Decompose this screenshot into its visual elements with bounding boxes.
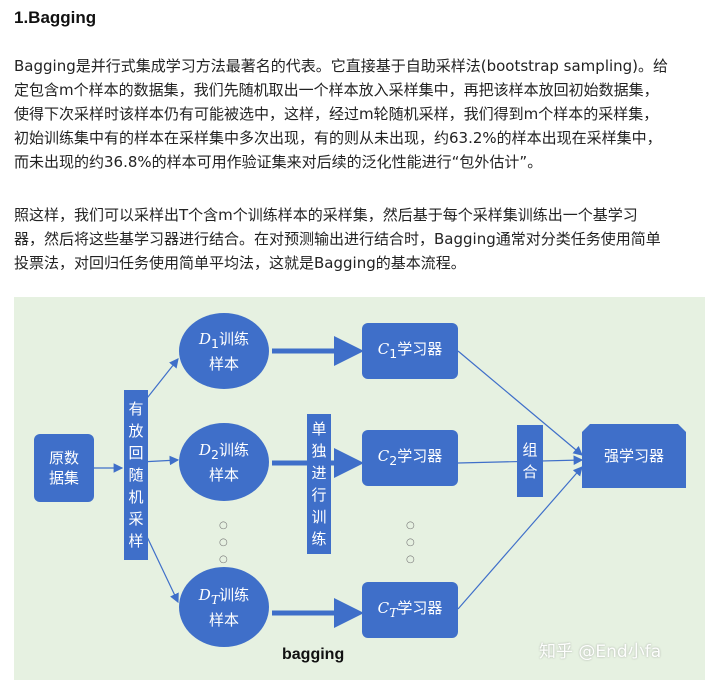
ellipsis-learners: ○○○ — [406, 520, 415, 565]
text-line: 而未出现的约36.8%的样本可用作验证集来对后续的泛化性能进行“包外估计”。 — [14, 153, 543, 171]
training-char: 训 — [311, 508, 327, 526]
diagram-caption: bagging — [282, 646, 345, 663]
source-label: 据集 — [48, 469, 79, 487]
dataset-text: 训练 — [218, 440, 249, 459]
learner-text: 学习器 — [397, 446, 443, 465]
sampling-char: 有 — [128, 400, 144, 418]
dataset-subscript: T — [210, 591, 220, 607]
text-line: 投票法，对回归任务使用简单平均法，这就是Bagging的基本流程。 — [14, 254, 466, 272]
paragraph-bagging-intro: Bagging是并行式集成学习方法最著名的代表。它直接基于自助采样法(boots… — [14, 54, 704, 174]
combine-char: 组 — [522, 441, 538, 459]
sampling-char: 样 — [128, 532, 144, 550]
dataset-d1-circle: D1训练 样本 — [179, 313, 269, 389]
watermark: 知乎 @End小fa — [539, 642, 662, 662]
training-char: 进 — [311, 464, 327, 482]
arrow-c1-to-strong — [457, 350, 583, 456]
bagging-diagram: 原数 据集 有 放 回 随 机 采 样 D1训练 样本 D2训练 样本 DT训练… — [14, 297, 705, 680]
ellipsis-datasets: ○○○ — [219, 520, 228, 565]
section-heading: 1.Bagging — [14, 8, 97, 27]
text-line: 器，然后将这些基学习器进行结合。在对预测输出进行结合时，Bagging通常对分类… — [14, 230, 661, 248]
dataset-d1-label-1: D1训练 — [199, 329, 249, 354]
combine-char: 合 — [522, 463, 538, 481]
learner-c1-box: C1学习器 — [362, 323, 458, 379]
text-line: 照这样，我们可以采样出T个含m个训练样本的采样集，然后基于每个采样集训练出一个基… — [14, 206, 638, 224]
dataset-symbol: D — [199, 329, 212, 348]
sampling-char: 机 — [128, 488, 144, 506]
source-dataset-box: 原数 据集 — [34, 434, 94, 502]
learner-subscript: T — [389, 604, 398, 620]
strong-learner-box: 强学习器 — [582, 424, 686, 488]
text-line: Bagging是并行式集成学习方法最著名的代表。它直接基于自助采样法(boots… — [14, 57, 669, 75]
learner-ct-box: CT学习器 — [362, 582, 458, 638]
dataset-dt-circle: DT训练 样本 — [179, 567, 269, 647]
training-bar: 单 独 进 行 训 练 — [307, 414, 331, 554]
sampling-bar: 有 放 回 随 机 采 样 — [124, 390, 148, 560]
text-line: 初始训练集中有的样本在采样集中多次出现，有的则从未出现，约63.2%的样本出现在… — [14, 129, 662, 147]
learner-ct-label: CT学习器 — [378, 598, 443, 623]
dataset-d2-circle: D2训练 样本 — [179, 423, 269, 501]
combine-bar: 组 合 — [517, 425, 543, 497]
dataset-d2-label-2: 样本 — [208, 465, 239, 484]
dataset-subscript: 1 — [211, 335, 219, 351]
training-char: 独 — [311, 442, 327, 460]
learner-c2-box: C2学习器 — [362, 430, 458, 486]
learner-subscript: 1 — [389, 345, 398, 361]
learner-symbol: C — [377, 446, 390, 465]
dataset-symbol: D — [198, 585, 211, 604]
dataset-symbol: D — [199, 440, 212, 459]
sampling-char: 随 — [128, 466, 144, 484]
diagram-connectors — [94, 336, 584, 628]
dataset-text: 训练 — [219, 585, 250, 604]
learner-symbol: C — [377, 598, 390, 617]
dataset-dt-label-1: DT训练 — [199, 585, 249, 610]
arrow-ct-to-strong — [457, 466, 583, 610]
dataset-text: 训练 — [218, 329, 249, 348]
sampling-char: 采 — [128, 510, 144, 528]
training-char: 单 — [311, 420, 327, 438]
text-line: 使得下次采样时该样本仍有可能被选中，这样，经过m轮随机采样，我们得到m个样本的采… — [14, 105, 659, 123]
source-label: 原数 — [48, 449, 79, 467]
learner-text: 学习器 — [397, 598, 443, 617]
strong-learner-label: 强学习器 — [603, 447, 664, 465]
paragraph-bagging-process: 照这样，我们可以采样出T个含m个训练样本的采样集，然后基于每个采样集训练出一个基… — [14, 203, 704, 275]
sampling-char: 回 — [128, 444, 144, 462]
dataset-d1-label-2: 样本 — [208, 354, 239, 373]
learner-c1-label: C1学习器 — [378, 339, 442, 364]
dataset-dt-label-2: 样本 — [208, 610, 239, 629]
learner-c2-label: C2学习器 — [378, 446, 442, 471]
dataset-subscript: 2 — [211, 446, 219, 462]
training-char: 行 — [311, 486, 327, 504]
learner-symbol: C — [377, 339, 390, 358]
sampling-char: 放 — [128, 422, 144, 440]
learner-text: 学习器 — [397, 339, 443, 358]
learner-subscript: 2 — [389, 452, 398, 468]
training-char: 练 — [311, 530, 327, 548]
text-line: 定包含m个样本的数据集，我们先随机取出一个样本放入采样集中，再把该样本放回初始数… — [14, 81, 659, 99]
dataset-d2-label-1: D2训练 — [199, 440, 249, 465]
